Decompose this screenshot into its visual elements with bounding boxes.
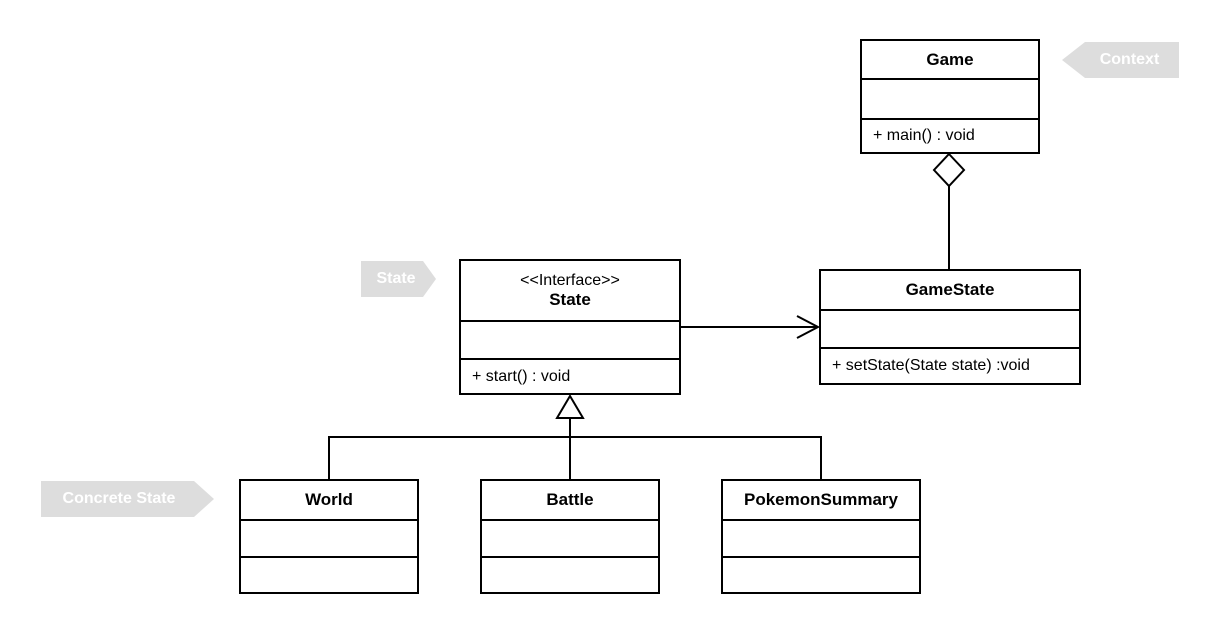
class-pokemon-summary[interactable]: PokemonSummary bbox=[721, 479, 921, 594]
class-game-state-name: GameState bbox=[905, 280, 995, 299]
class-battle-attributes bbox=[482, 519, 658, 556]
class-game-operation: + main() : void bbox=[873, 127, 975, 144]
class-battle[interactable]: Battle bbox=[480, 479, 660, 594]
aggregation-diamond bbox=[932, 152, 966, 188]
state-tag-shape bbox=[361, 261, 436, 297]
state-tag: State bbox=[376, 270, 416, 287]
class-game-state-operation: + setState(State state) :void bbox=[832, 357, 1030, 374]
class-world-attributes bbox=[241, 519, 417, 556]
class-pokemon-summary-attributes bbox=[723, 519, 919, 556]
class-game-operations: + main() : void bbox=[862, 118, 1038, 152]
class-game[interactable]: Game + main() : void bbox=[860, 39, 1040, 154]
class-game-state-attributes bbox=[821, 309, 1079, 347]
class-battle-operations bbox=[482, 556, 658, 592]
class-pokemon-summary-name: PokemonSummary bbox=[744, 490, 898, 509]
class-game-name: Game bbox=[926, 49, 974, 69]
context-tag: Context bbox=[1099, 51, 1160, 68]
association-arrowhead bbox=[796, 315, 821, 339]
class-pokemon-summary-name-section: PokemonSummary bbox=[723, 481, 919, 519]
generalization-triangle bbox=[555, 394, 585, 419]
context-tag-shape bbox=[1062, 42, 1179, 78]
class-state-operation: + start() : void bbox=[472, 367, 571, 385]
class-state-attributes bbox=[461, 320, 679, 358]
class-game-name-section: Game bbox=[862, 41, 1038, 78]
class-battle-name: Battle bbox=[546, 490, 594, 509]
class-state-operations: + start() : void bbox=[461, 358, 679, 393]
class-game-attributes bbox=[862, 78, 1038, 118]
class-game-state[interactable]: GameState + setState(State state) :void bbox=[819, 269, 1081, 385]
class-world[interactable]: World bbox=[239, 479, 419, 594]
class-battle-name-section: Battle bbox=[482, 481, 658, 519]
class-game-state-operations: + setState(State state) :void bbox=[821, 347, 1079, 383]
class-state-name-section: <<Interface>> State bbox=[461, 261, 679, 320]
generalization-branch bbox=[328, 436, 822, 481]
class-game-state-name-section: GameState bbox=[821, 271, 1079, 309]
class-state[interactable]: <<Interface>> State + start() : void bbox=[459, 259, 681, 395]
class-state-stereotype: <<Interface>> bbox=[520, 271, 620, 289]
class-world-name: World bbox=[305, 490, 353, 509]
concrete-state-tag: Concrete State bbox=[62, 490, 176, 507]
class-world-operations bbox=[241, 556, 417, 592]
class-state-name: State bbox=[549, 289, 591, 309]
class-pokemon-summary-operations bbox=[723, 556, 919, 592]
class-world-name-section: World bbox=[241, 481, 417, 519]
concrete-state-tag-shape bbox=[41, 481, 214, 517]
